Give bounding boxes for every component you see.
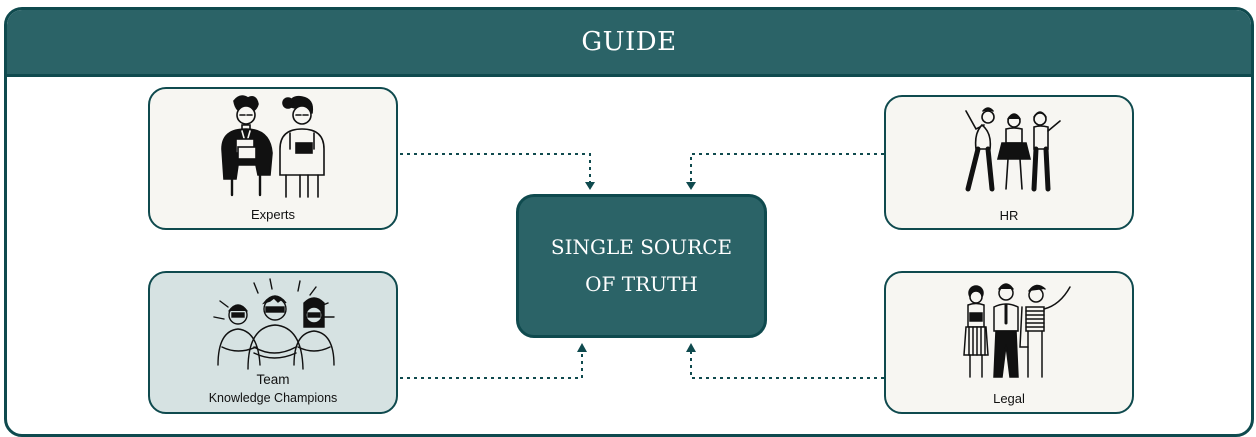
center-line-2: OF TRUTH bbox=[585, 272, 698, 296]
connector-hr bbox=[690, 153, 884, 182]
legal-label: Legal bbox=[993, 391, 1025, 406]
experts-card: Experts bbox=[148, 87, 398, 230]
connector-experts bbox=[400, 153, 591, 182]
arrow-legal bbox=[686, 343, 696, 352]
center-line-1: SINGLE SOURCE bbox=[550, 235, 733, 259]
arrow-team bbox=[577, 343, 587, 352]
experts-illustration bbox=[221, 95, 325, 198]
guide-title: GUIDE bbox=[581, 27, 677, 57]
guide-header: GUIDE bbox=[7, 10, 1251, 77]
hr-label: HR bbox=[999, 208, 1019, 223]
hr-illustration bbox=[965, 107, 1061, 192]
legal-card: Legal bbox=[884, 271, 1134, 414]
team-card: Team Knowledge Champions bbox=[148, 271, 398, 414]
team-sublabel: Knowledge Champions bbox=[208, 391, 338, 405]
connector-team bbox=[400, 352, 583, 379]
arrow-hr bbox=[686, 182, 696, 190]
single-source-box: SINGLE SOURCE OF TRUTH bbox=[516, 194, 767, 338]
experts-label: Experts bbox=[250, 207, 296, 222]
legal-illustration bbox=[963, 283, 1071, 378]
hr-card: HR bbox=[884, 95, 1134, 230]
team-illustration bbox=[213, 278, 335, 370]
connector-legal bbox=[690, 352, 884, 379]
team-label: Team bbox=[256, 372, 290, 387]
connector-lines bbox=[400, 153, 884, 379]
arrow-experts bbox=[585, 182, 595, 190]
